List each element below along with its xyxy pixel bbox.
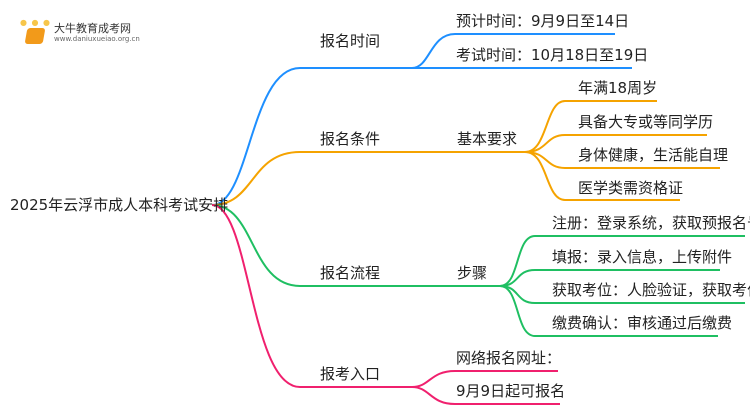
leaf: 考试时间：10月18日至19日: [456, 46, 649, 64]
sub-topic: 基本要求: [457, 130, 518, 148]
connector-green-child-4: [499, 285, 718, 337]
leaf: 获取考位：人脸验证，获取考位: [552, 281, 750, 299]
connector-pink-child-2: [411, 386, 560, 405]
connector-orange: [211, 151, 525, 206]
leaf: 身体健康，生活能自理: [578, 146, 729, 164]
connector-pink: [211, 204, 412, 388]
connector-orange-child-2: [524, 134, 707, 153]
branch-conditions: 报名条件: [320, 130, 381, 148]
logo-name: 大牛教育成考网: [54, 22, 131, 35]
connector-green: [211, 204, 500, 287]
root-topic: 2025年云浮市成人本科考试安排: [10, 196, 229, 214]
leaf: 填报：录入信息，上传附件: [552, 248, 733, 266]
connector-blue: [211, 67, 412, 206]
leaf: 网络报名网址：: [456, 349, 562, 367]
connector-orange-child-1: [524, 100, 657, 153]
leaf: 缴费确认：审核通过后缴费: [552, 314, 733, 332]
sub-topic: 步骤: [457, 264, 488, 282]
leaf: 年满18周岁: [578, 79, 658, 97]
logo: ● ● ● 大牛教育成考网 www.daniuxueiao.org.cn: [18, 18, 178, 48]
branch-entry: 报考入口: [320, 365, 381, 383]
connector-blue-child-1: [411, 33, 615, 69]
connector-green-child-1: [499, 235, 745, 287]
connector-orange-child-4: [524, 151, 680, 201]
leaf: 预计时间：9月9日至14日: [456, 12, 630, 30]
leaf: 具备大专或等同学历: [578, 113, 714, 131]
logo-url: www.daniuxueiao.org.cn: [54, 35, 140, 43]
connector-green-child-2: [499, 269, 720, 287]
branch-signup-time: 报名时间: [320, 32, 381, 50]
leaf: 9月9日起可报名: [456, 382, 566, 400]
logo-dots-icon: ● ● ●: [20, 18, 52, 27]
leaf: 医学类需资格证: [578, 179, 684, 197]
branch-process: 报名流程: [320, 264, 381, 282]
connector-pink-child-1: [411, 370, 558, 388]
leaf: 注册：登录系统，获取预报名号: [552, 214, 750, 232]
